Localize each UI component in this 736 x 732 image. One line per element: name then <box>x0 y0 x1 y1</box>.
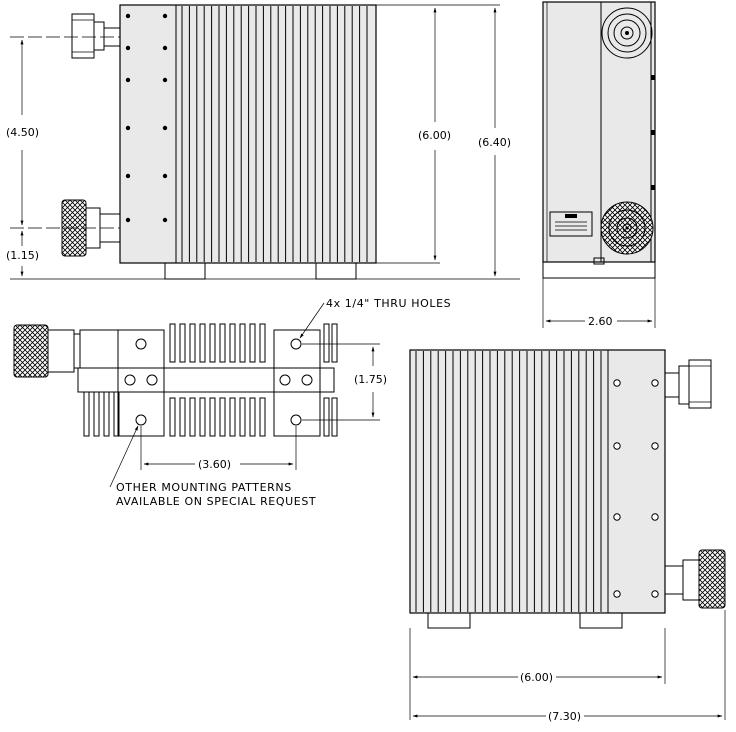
dim-overall-height: (6.40) <box>478 136 511 149</box>
rear-heatsink-fins <box>415 351 602 612</box>
fin-line <box>179 323 186 363</box>
screw-icon <box>613 513 621 521</box>
fin-line <box>331 323 338 363</box>
rear-output-connector <box>664 549 726 609</box>
note-mounting-patterns-line1: OTHER MOUNTING PATTERNS <box>116 481 292 494</box>
side-base <box>542 261 656 279</box>
fin-line <box>189 323 196 363</box>
note-thru-holes: 4x 1/4" THRU HOLES <box>326 297 451 310</box>
note-mounting-patterns-line2: AVAILABLE ON SPECIAL REQUEST <box>116 495 316 508</box>
screw-icon <box>162 45 168 51</box>
fin-line <box>249 397 256 437</box>
screw-icon <box>651 379 659 387</box>
screw-icon <box>125 13 131 19</box>
screw-icon <box>162 13 168 19</box>
screw-icon <box>125 125 131 131</box>
screw-icon <box>651 513 659 521</box>
fin-line <box>169 323 176 363</box>
mounting-bar-left <box>117 329 165 437</box>
screw-icon <box>651 442 659 450</box>
screw-icon <box>162 125 168 131</box>
fin-line <box>199 323 206 363</box>
fin-line <box>169 397 176 437</box>
screw-icon <box>125 217 131 223</box>
fin-line <box>249 323 256 363</box>
fin-line <box>331 397 338 437</box>
fin-line <box>323 397 330 437</box>
bottom-plate <box>77 367 335 393</box>
mounting-foot <box>579 612 623 629</box>
fin-line <box>189 397 196 437</box>
fin-line <box>259 323 266 363</box>
dim-input-connector-offset: (4.50) <box>6 126 39 139</box>
bottom-heatsink-fins <box>77 323 338 437</box>
nameplate-label <box>549 211 593 237</box>
screw-icon <box>162 77 168 83</box>
mounting-foot <box>427 612 471 629</box>
fin-line <box>219 323 226 363</box>
side-input-connector <box>601 7 653 59</box>
dim-hole-spacing-vertical: (1.75) <box>354 373 387 386</box>
rear-view: (6.00) (7.30) <box>409 349 726 723</box>
screw-icon <box>651 75 655 80</box>
fin-line <box>199 397 206 437</box>
screw-icon <box>651 130 655 135</box>
dim-width: (6.00) <box>520 671 553 684</box>
screw-icon <box>651 590 659 598</box>
fin-line <box>93 391 100 437</box>
screw-icon <box>613 379 621 387</box>
side-output-connector <box>600 201 654 255</box>
bottom-view: 4x 1/4" THRU HOLES (1.75) (3.60) OTHER M… <box>13 297 451 508</box>
screw-icon <box>162 217 168 223</box>
fin-line <box>209 323 216 363</box>
fin-line <box>179 397 186 437</box>
front-view-body <box>119 4 377 280</box>
screw-icon <box>651 185 655 190</box>
fin-line <box>239 397 246 437</box>
fin-line <box>209 397 216 437</box>
fin-line <box>259 397 266 437</box>
screw-icon <box>125 173 131 179</box>
screw-icon <box>125 45 131 51</box>
fin-line <box>219 397 226 437</box>
front-view: (4.50) (1.15) (6.00) (6.40) <box>6 4 520 280</box>
rear-input-connector <box>664 359 712 409</box>
fin-line <box>229 323 236 363</box>
screw-icon <box>125 77 131 83</box>
fin-line <box>103 391 110 437</box>
bottom-connector <box>13 324 119 378</box>
fin-line <box>239 323 246 363</box>
mounting-foot <box>164 262 206 280</box>
screw-icon <box>162 173 168 179</box>
dim-overall-width: (7.30) <box>548 710 581 723</box>
fin-line <box>229 397 236 437</box>
heatsink-fins <box>181 6 368 262</box>
cover-screws <box>125 13 168 223</box>
mounting-foot <box>315 262 357 280</box>
input-connector <box>71 13 121 59</box>
screw-icon <box>613 590 621 598</box>
dim-height: (6.00) <box>418 129 451 142</box>
dim-depth: 2.60 <box>588 315 613 328</box>
screw-icon <box>613 442 621 450</box>
dim-hole-spacing-horizontal: (3.60) <box>198 458 231 471</box>
dim-output-connector-offset: (1.15) <box>6 249 39 262</box>
rear-cover-screws <box>613 379 659 598</box>
fin-line <box>83 391 90 437</box>
side-view: 2.60 <box>542 1 656 328</box>
fin-line <box>323 323 330 363</box>
side-screws <box>651 75 655 190</box>
mounting-bar-right <box>273 329 321 437</box>
